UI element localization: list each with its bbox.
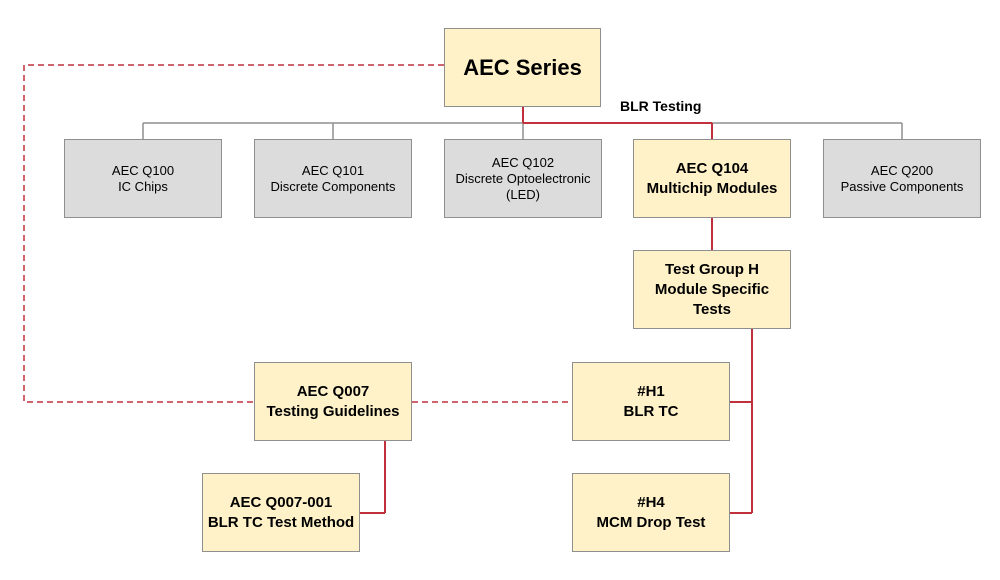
node-aec-q200-desc: Passive Components bbox=[840, 178, 964, 194]
node-aec-q101: AEC Q101 Discrete Components bbox=[254, 139, 412, 218]
node-h4-code: #H4 bbox=[637, 493, 665, 511]
node-aec-q104-code: AEC Q104 bbox=[675, 159, 749, 177]
node-test-group-h: Test Group H Module Specific Tests bbox=[633, 250, 791, 329]
node-aec-q101-code: AEC Q101 bbox=[301, 162, 365, 178]
node-test-group-h-line1: Test Group H bbox=[665, 260, 759, 278]
node-aec-q102-desc-led: (LED) bbox=[506, 186, 540, 202]
node-aec-series-title: AEC Series bbox=[463, 54, 582, 80]
node-h4-desc: MCM Drop Test bbox=[596, 513, 706, 531]
node-aec-series: AEC Series bbox=[444, 28, 601, 107]
node-aec-q101-desc: Discrete Components bbox=[270, 178, 396, 194]
node-aec-q102-code: AEC Q102 bbox=[491, 154, 555, 170]
node-aec-q007-code: AEC Q007 bbox=[296, 382, 370, 400]
node-aec-q200-code: AEC Q200 bbox=[870, 162, 934, 178]
node-h1: #H1 BLR TC bbox=[572, 362, 730, 441]
dashed-series-to-q007 bbox=[23, 64, 444, 403]
node-h1-desc: BLR TC bbox=[623, 402, 679, 420]
node-h1-code: #H1 bbox=[637, 382, 665, 400]
node-aec-q007-001-code: AEC Q007-001 bbox=[229, 493, 333, 511]
node-aec-q100-desc: IC Chips bbox=[118, 178, 168, 194]
node-aec-q104-desc: Multichip Modules bbox=[646, 179, 778, 197]
node-aec-q007-desc: Testing Guidelines bbox=[266, 402, 400, 420]
blr-testing-label: BLR Testing bbox=[620, 98, 702, 114]
node-test-group-h-line3: Tests bbox=[692, 300, 732, 318]
node-aec-q200: AEC Q200 Passive Components bbox=[823, 139, 981, 218]
node-aec-q007-001-desc: BLR TC Test Method bbox=[207, 513, 355, 531]
node-aec-q007-001: AEC Q007-001 BLR TC Test Method bbox=[202, 473, 360, 552]
node-aec-q100-code: AEC Q100 bbox=[111, 162, 175, 178]
node-test-group-h-line2: Module Specific bbox=[654, 280, 770, 298]
node-aec-q007: AEC Q007 Testing Guidelines bbox=[254, 362, 412, 441]
node-aec-q102-desc: Discrete Optoelectronic bbox=[455, 170, 591, 186]
node-aec-q100: AEC Q100 IC Chips bbox=[64, 139, 222, 218]
node-aec-q102: AEC Q102 Discrete Optoelectronic (LED) bbox=[444, 139, 602, 218]
node-aec-q104: AEC Q104 Multichip Modules bbox=[633, 139, 791, 218]
node-h4: #H4 MCM Drop Test bbox=[572, 473, 730, 552]
